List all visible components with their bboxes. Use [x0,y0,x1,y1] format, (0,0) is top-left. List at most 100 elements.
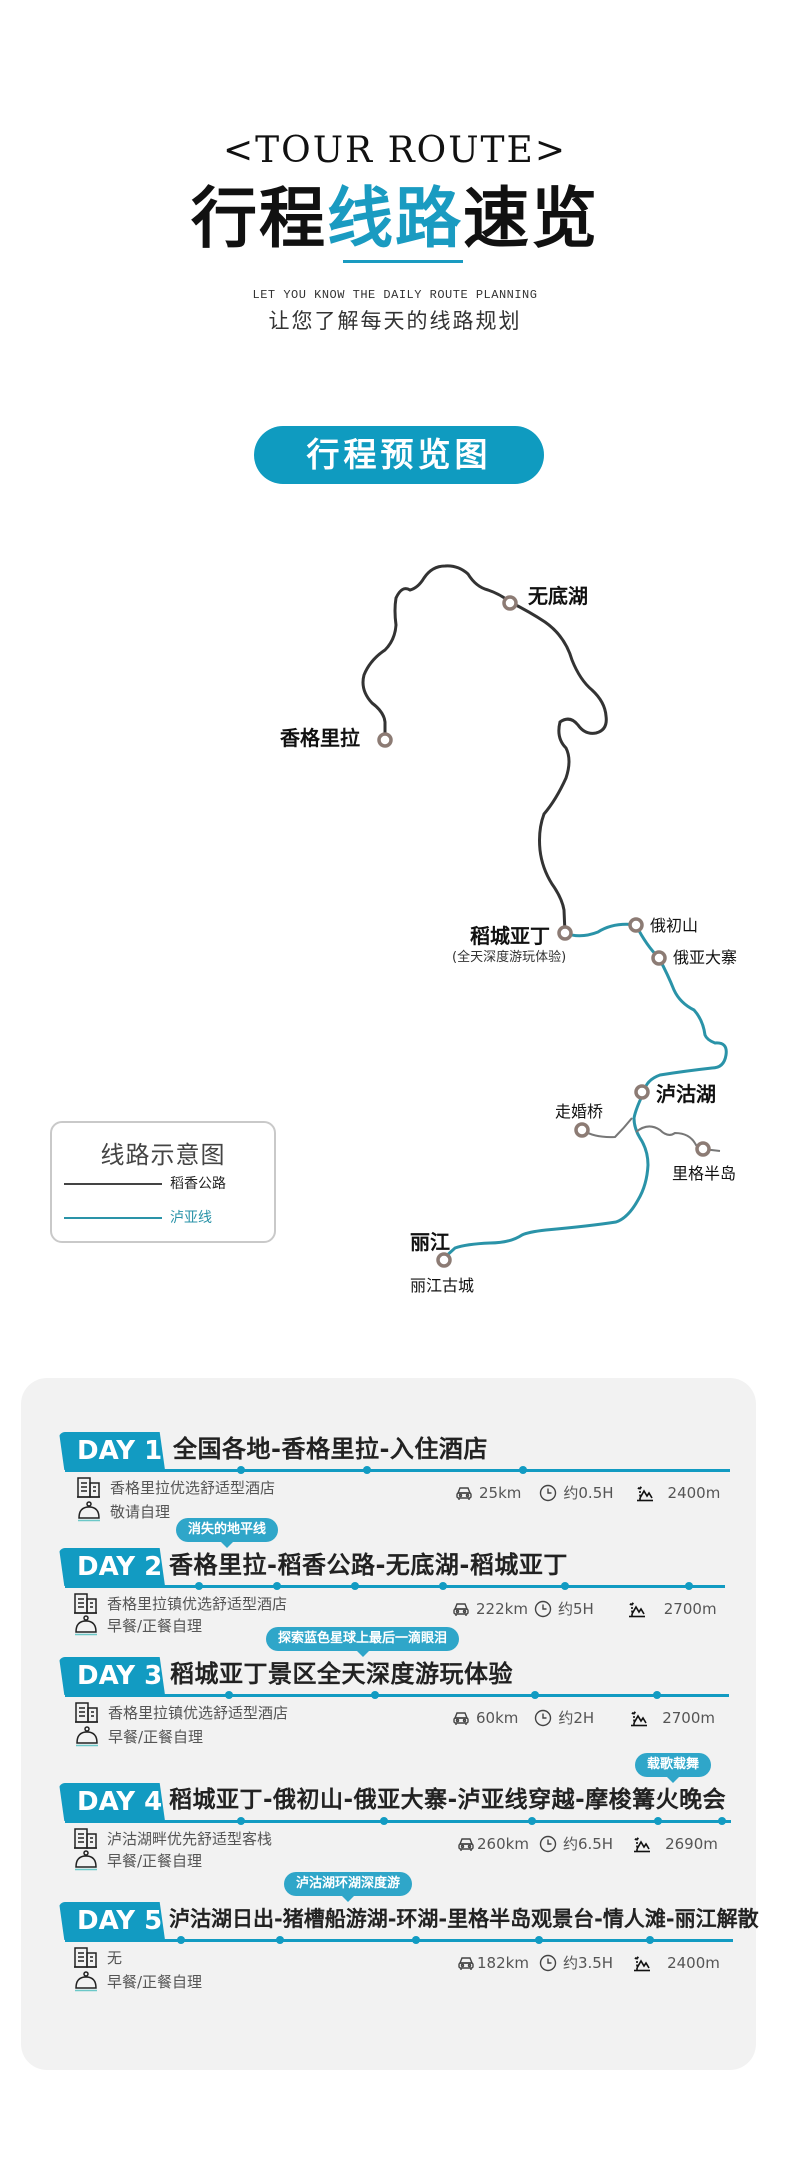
meals-text: 早餐/正餐自理 [107,1851,203,1870]
day-badge: DAY 1 [59,1432,165,1470]
day-title: 稻城亚丁景区全天深度游玩体验 [170,1660,513,1688]
timeline-dot [225,1691,233,1699]
hotel-row: 无 [73,1946,122,1968]
altitude-icon [630,1709,648,1727]
building-icon [73,1592,99,1614]
timeline-dot [195,1582,203,1590]
cloche-icon [73,1849,99,1871]
day-tag: 泸沽湖环湖深度游 [284,1872,413,1902]
meals-row: 早餐/正餐自理 [73,1970,202,1992]
distance: 25km [479,1483,522,1502]
clock-icon [539,1954,557,1972]
distance: 60km [476,1708,519,1727]
label-lige-peninsula: 里格半岛 [672,1164,737,1183]
timeline-dot [380,1817,388,1825]
map-legend: 线路示意图 稻香公路 泸亚线 [50,1121,276,1243]
duration: 约6.5H [562,1835,614,1853]
altitude: 2700m [663,1599,717,1618]
car-icon [455,1484,473,1502]
building-icon [74,1701,100,1723]
timeline-dot [237,1466,245,1474]
building-icon [76,1476,102,1498]
day-timeline [65,1820,731,1823]
distance: 260km [477,1834,529,1853]
timeline-dot [177,1936,185,1944]
cloche-icon [76,1500,102,1522]
timeline-dot [351,1582,359,1590]
clock-icon [534,1709,552,1727]
node-echu-mountain [628,917,644,933]
timeline-dot [412,1936,420,1944]
overview-map-button[interactable]: 行程预览图 [254,426,544,484]
day-tag: 消失的地平线 [176,1518,279,1548]
hotel-row: 香格里拉镇优选舒适型酒店 [74,1701,288,1723]
label-lijiang-old-town: 丽江古城 [410,1276,475,1295]
hotel-text: 香格里拉镇优选舒适型酒店 [107,1594,288,1613]
clock-icon [539,1835,557,1853]
route-zouhun-spur [581,1117,633,1139]
timeline-dot [273,1582,281,1590]
subtitle-english: LET YOU KNOW THE DAILY ROUTE PLANNING [252,288,538,302]
legend-label-daoxiang: 稻香公路 [170,1176,226,1192]
meals-text: 早餐/正餐自理 [108,1727,204,1746]
altitude: 2700m [662,1708,716,1727]
node-lugu-lake [634,1084,650,1100]
altitude: 2400m [667,1953,720,1972]
day-timeline [65,1469,730,1472]
timeline-dot [535,1936,543,1944]
timeline-dot [439,1582,447,1590]
hotel-text: 香格里拉镇优选舒适型酒店 [108,1703,289,1722]
day-stats: 182km 约3.5H 2400m [457,1952,720,1973]
day-title: 泸沽湖日出-猪槽船游湖-环湖-里格半岛观景台-情人滩-丽江解散 [169,1907,759,1931]
title-underline [343,260,463,263]
route-map [361,564,728,1268]
building-icon [73,1827,99,1849]
day-badge: DAY 3 [59,1657,165,1695]
meals-row: 早餐/正餐自理 [73,1614,202,1636]
car-icon [452,1600,470,1618]
tour-route-heading: <TOUR ROUTE> [223,130,567,171]
title-accent: 线路 [327,179,463,257]
node-daocheng-yading [557,925,573,941]
building-icon [73,1946,99,1968]
clock-icon [534,1600,552,1618]
meals-row: 早餐/正餐自理 [73,1849,202,1871]
duration: 约5H [557,1600,594,1618]
day-stats: 260km 约6.5H 2690m [457,1833,718,1854]
distance: 222km [476,1599,528,1618]
timeline-dot [531,1691,539,1699]
altitude: 2690m [665,1834,718,1853]
day-badge: DAY 4 [59,1783,165,1821]
legend-label-luya: 泸亚线 [170,1210,212,1226]
timeline-dot [646,1936,654,1944]
label-daocheng-note: (全天深度游玩体验) [452,950,567,965]
cloche-icon [73,1970,99,1992]
day-tag: 载歌载舞 [635,1753,712,1783]
timeline-dot [653,1691,661,1699]
clock-icon [539,1484,557,1502]
route-luya-line [442,922,728,1260]
hotel-text: 泸沽湖畔优先舒适型客栈 [107,1829,273,1848]
day-title: 稻城亚丁-俄初山-俄亚大寨-泸亚线穿越-摩梭篝火晚会 [169,1787,727,1813]
day-timeline [65,1939,733,1942]
timeline-dot [237,1817,245,1825]
node-lijiang-old-town [436,1252,452,1268]
day-badge: DAY 5 [59,1902,165,1940]
cloche-icon [73,1614,99,1636]
subtitle-chinese: 让您了解每天的线路规划 [268,309,522,333]
timeline-dot [363,1466,371,1474]
timeline-dot [528,1817,536,1825]
meals-text: 敬请自理 [110,1502,171,1521]
day-timeline [65,1585,725,1588]
label-lijiang: 丽江 [410,1230,450,1254]
node-shangri-la [377,732,393,748]
route-daoxiang-road [361,564,608,935]
node-wudi-lake [502,595,518,611]
day-title: 全国各地-香格里拉-入住酒店 [173,1435,488,1463]
duration: 约3.5H [562,1954,614,1972]
altitude: 2400m [667,1483,721,1502]
timeline-dot [718,1817,726,1825]
label-zouhun-bridge: 走婚桥 [555,1102,604,1121]
hotel-text: 香格里拉优选舒适型酒店 [110,1478,276,1497]
label-shangri-la: 香格里拉 [280,726,360,750]
